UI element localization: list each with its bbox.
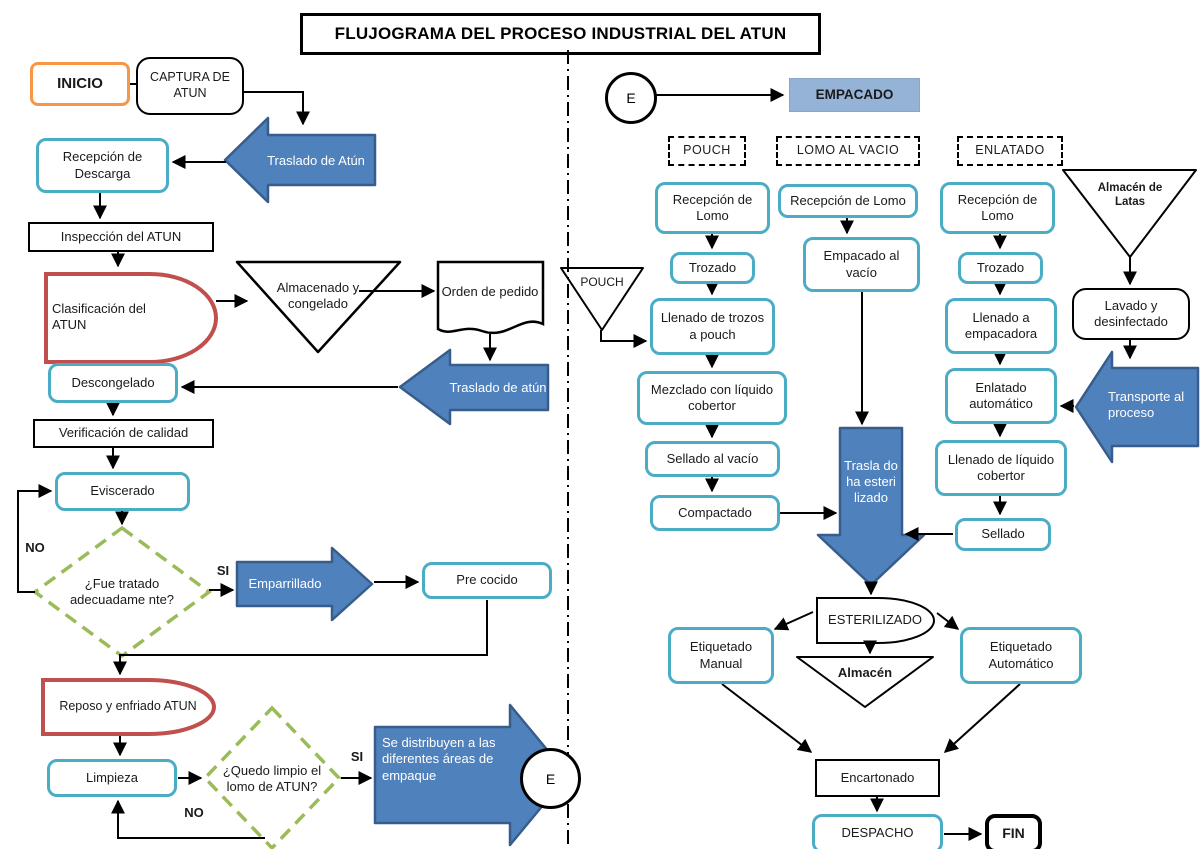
transporte-label: Transporte al proceso bbox=[1108, 388, 1185, 420]
encartonado-node: Encartonado bbox=[815, 759, 940, 797]
trozado-enlatado-node: Trozado bbox=[958, 252, 1043, 284]
llenado-trozos-node: Llenado de trozos a pouch bbox=[650, 298, 775, 355]
connector-e-top: E bbox=[605, 72, 657, 124]
traslado-esterilizado-arrow-shape bbox=[816, 426, 926, 587]
enlatado-header: ENLATADO bbox=[957, 136, 1063, 166]
fue-tratado-label: ¿Fue tratado adecuadame nte? bbox=[69, 575, 175, 607]
emparrillado-arrow-shape bbox=[235, 546, 374, 622]
llenado-empacadora-node: Llenado a empacadora bbox=[945, 298, 1057, 354]
lomo-al-vacio-header: LOMO AL VACIO bbox=[776, 136, 920, 166]
clasificacion-label: Clasificación del ATUN bbox=[52, 300, 146, 332]
se-distribuyen-arrow-shape bbox=[373, 703, 570, 847]
captura-node: CAPTURA DE ATUN bbox=[136, 57, 244, 115]
reposo-shape bbox=[41, 678, 216, 736]
recepcion-lomo-enlatado-node: Recepción de Lomo bbox=[940, 182, 1055, 234]
mezclado-node: Mezclado con líquido cobertor bbox=[637, 371, 787, 425]
orden-document-shape bbox=[436, 260, 545, 335]
pouch-triangle-label: POUCH bbox=[580, 274, 624, 289]
si-label-1: SI bbox=[216, 562, 230, 578]
empacado-vacio-node: Empacado al vacío bbox=[803, 237, 920, 292]
quedo-limpio-label: ¿Quedo limpio el lomo de ATUN? bbox=[222, 762, 322, 794]
empacado-node: EMPACADO bbox=[789, 78, 920, 112]
recepcion-descarga-node: Recepción de Descarga bbox=[36, 138, 169, 193]
se-distribuyen-label: Se distribuyen a las diferentes áreas de… bbox=[382, 735, 496, 783]
page-title: FLUJOGRAMA DEL PROCESO INDUSTRIAL DEL AT… bbox=[300, 13, 821, 55]
lavado-node: Lavado y desinfectado bbox=[1072, 288, 1190, 340]
llenado-liquido-node: Llenado de líquido cobertor bbox=[935, 440, 1067, 496]
reposo-label: Reposo y enfriado ATUN bbox=[59, 699, 197, 714]
inicio-node: INICIO bbox=[30, 62, 130, 106]
fin-node: FIN bbox=[985, 814, 1042, 849]
almacen-label: Almacén bbox=[837, 664, 893, 680]
almacen-latas-label: Almacén de Latas bbox=[1097, 181, 1163, 208]
inspeccion-node: Inspección del ATUN bbox=[28, 222, 214, 252]
traslado-atun-2-arrow-shape bbox=[398, 348, 550, 426]
si-label-2: SI bbox=[350, 748, 364, 764]
verificacion-node: Verificación de calidad bbox=[33, 419, 214, 448]
descongelado-node: Descongelado bbox=[48, 363, 178, 403]
traslado-atun-1-arrow-shape bbox=[223, 116, 377, 204]
connectors bbox=[17, 83, 1137, 841]
traslado-atun-1-label: Traslado de Atún bbox=[267, 152, 365, 168]
pre-cocido-node: Pre cocido bbox=[422, 562, 552, 599]
emparrillado-label: Emparrillado bbox=[248, 575, 322, 591]
recepcion-lomo-pouch-node: Recepción de Lomo bbox=[655, 182, 770, 234]
sellado-vacio-node: Sellado al vacío bbox=[645, 441, 780, 477]
eviscerado-node: Eviscerado bbox=[55, 472, 190, 511]
no-label-2: NO bbox=[184, 804, 204, 820]
block-arrows bbox=[223, 116, 1200, 847]
almacen-triangle-shape bbox=[796, 656, 934, 708]
orden-label: Orden de pedido bbox=[441, 283, 539, 299]
enlatado-auto-node: Enlatado automático bbox=[945, 368, 1057, 424]
connector-e-bottom: E bbox=[520, 748, 581, 809]
almacenado-triangle-shape bbox=[235, 260, 402, 354]
pouch-header: POUCH bbox=[668, 136, 746, 166]
trozado-pouch-node: Trozado bbox=[670, 252, 755, 284]
transporte-arrow-shape bbox=[1074, 350, 1200, 464]
esterilizado-shape bbox=[816, 597, 935, 644]
compactado-node: Compactado bbox=[650, 495, 780, 531]
recepcion-lomo-vacio-node: Recepción de Lomo bbox=[778, 184, 918, 218]
etiquetado-manual-node: Etiquetado Manual bbox=[668, 627, 774, 684]
almacenado-label: Almacenado y congelado bbox=[276, 279, 360, 311]
sellado-node: Sellado bbox=[955, 518, 1051, 551]
despacho-node: DESPACHO bbox=[812, 814, 943, 849]
pouch-triangle-shape bbox=[560, 267, 644, 331]
esterilizado-label: ESTERILIZADO bbox=[828, 611, 922, 627]
traslado-atun-2-label: Traslado de atún bbox=[449, 379, 547, 395]
limpieza-node: Limpieza bbox=[47, 759, 177, 797]
triangles bbox=[235, 169, 1197, 708]
etiquetado-auto-node: Etiquetado Automático bbox=[960, 627, 1082, 684]
almacen-latas-triangle-shape bbox=[1062, 169, 1197, 258]
quedo-limpio-diamond-shape bbox=[202, 705, 342, 849]
traslado-esterilizado-label: Trasla do ha esteri lizado bbox=[844, 457, 898, 506]
clasificacion-shape bbox=[44, 272, 218, 364]
no-label-1: NO bbox=[25, 539, 45, 555]
